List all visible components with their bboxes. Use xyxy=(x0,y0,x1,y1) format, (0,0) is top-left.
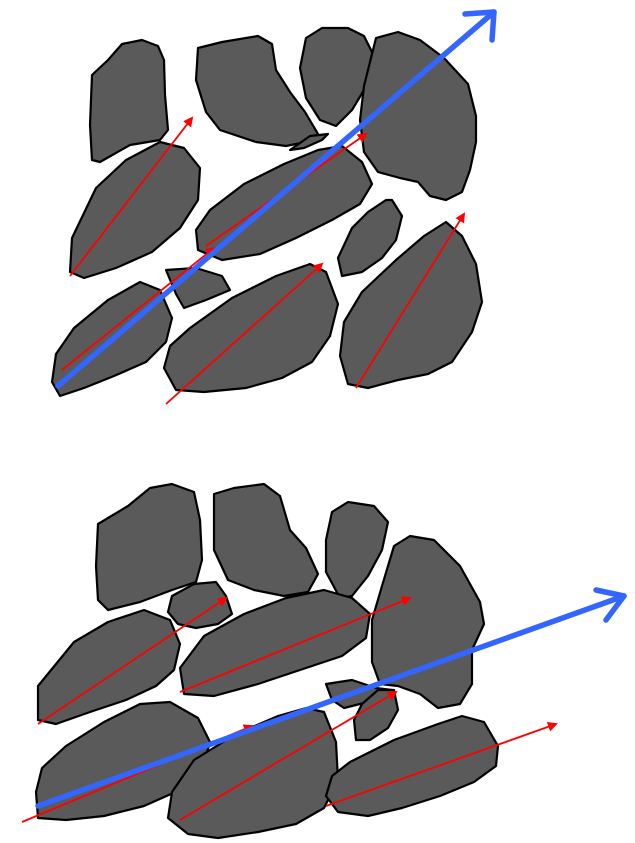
grain xyxy=(326,502,388,598)
top-panel xyxy=(52,12,494,404)
bottom-panel xyxy=(22,484,624,838)
grain-group xyxy=(36,484,498,838)
grain-group xyxy=(52,28,482,396)
grain xyxy=(214,484,318,596)
grain xyxy=(70,142,200,278)
grain xyxy=(360,32,476,200)
grain xyxy=(196,36,318,146)
grain xyxy=(326,716,498,816)
